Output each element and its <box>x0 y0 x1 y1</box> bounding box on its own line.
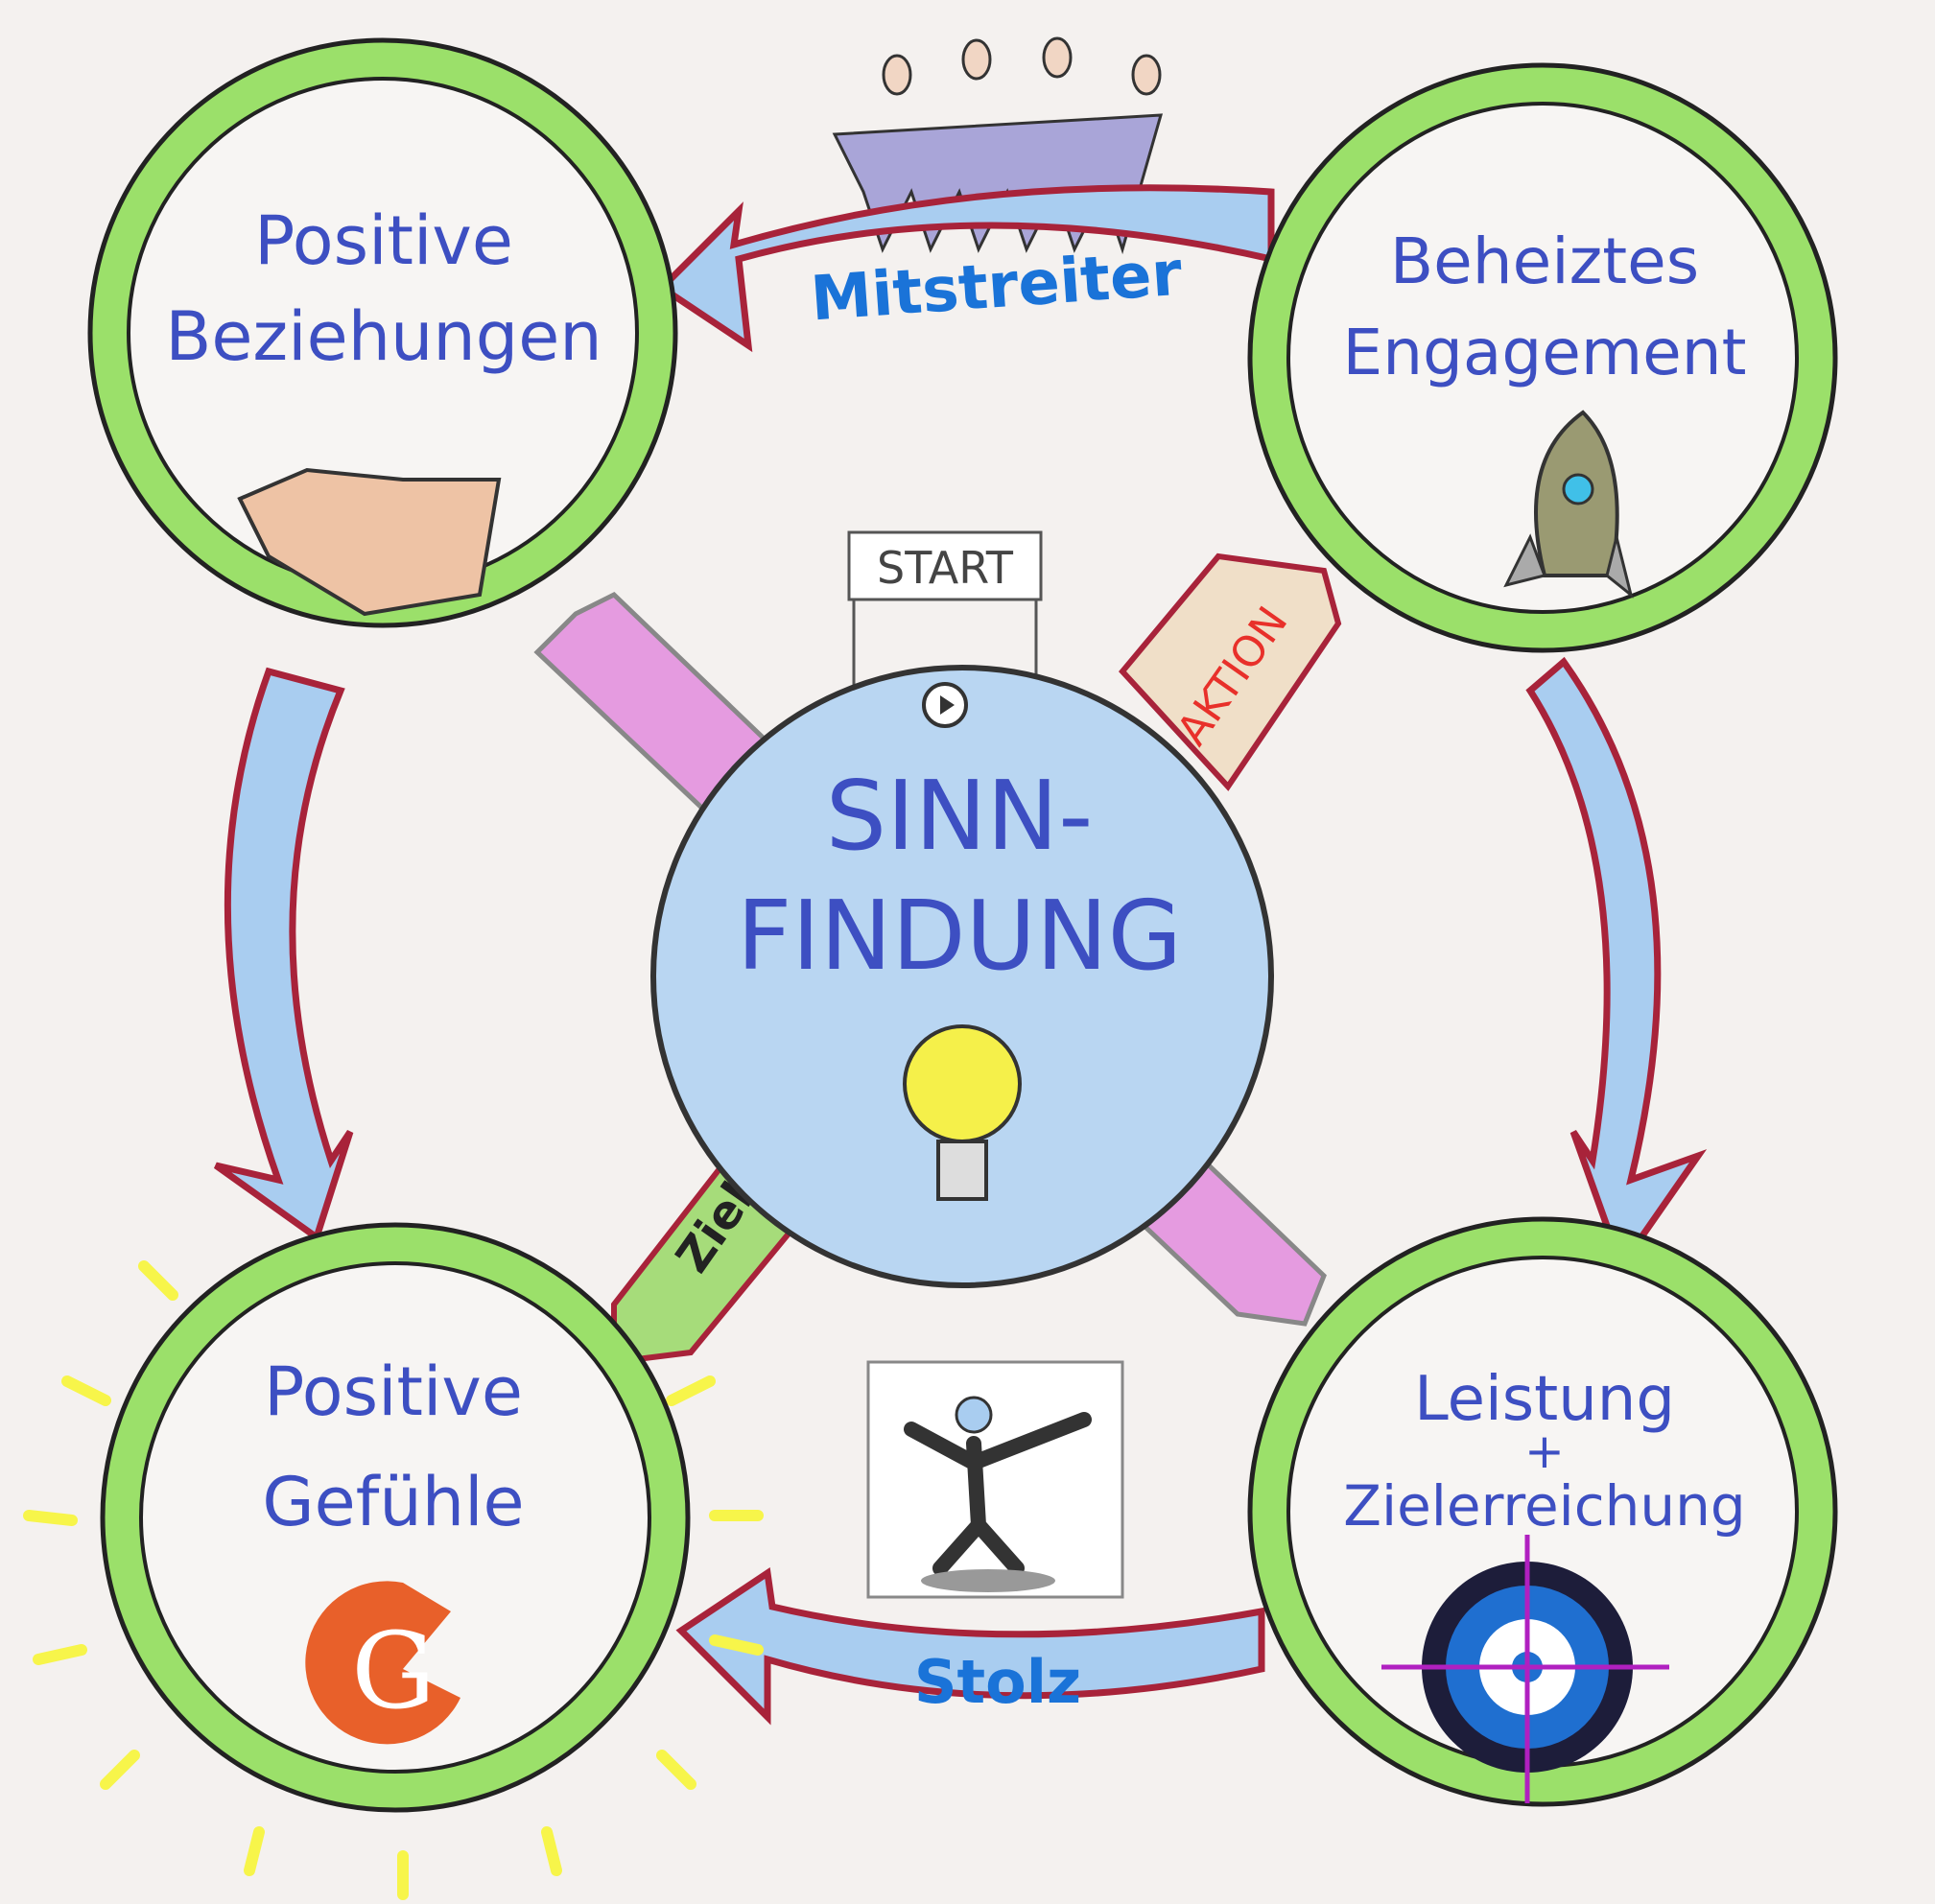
rocket-icon <box>1503 410 1634 599</box>
center-node-sinnfindung: SINN- FINDUNG <box>650 665 1274 1288</box>
node-tl-line2: Beziehungen <box>165 297 602 376</box>
g-logo-letter: G <box>351 1610 436 1732</box>
node-tr-line2: Engagement <box>1343 316 1747 389</box>
start-label: START <box>877 542 1014 594</box>
node-bl-line1: Positive <box>264 1352 523 1431</box>
center-line1: SINN- <box>826 760 1094 872</box>
arrow-label-mitstreiter: Mitstreiter <box>809 239 1185 336</box>
node-positive-gefuehle: Positive Gefühle G <box>23 1222 764 1900</box>
node-leistung-zielerreichung: Leistung + Zielerreichung <box>1247 1216 1838 1807</box>
node-br-line1: Leistung <box>1414 1364 1675 1435</box>
node-bl-line2: Gefühle <box>262 1463 524 1541</box>
node-tr-line1: Beheiztes <box>1390 224 1699 298</box>
arrow-stolz <box>675 1567 1265 1726</box>
node-tl-line1: Positive <box>254 201 513 280</box>
aktion-sign: AKTION <box>1119 552 1342 791</box>
handshake-icon <box>237 467 502 617</box>
node-positive-beziehungen: Positive Beziehungen <box>87 37 678 628</box>
target-icon <box>1381 1535 1669 1803</box>
arrow-right-side <box>1525 656 1708 1274</box>
arrow-label-stolz: Stolz <box>914 1647 1081 1717</box>
arrow-mitstreiter: Mitstreiter <box>656 184 1275 353</box>
start-sign: START <box>847 530 1043 729</box>
sun-rays-icon <box>23 1260 764 1900</box>
node-br-line3: Zielerreichung <box>1343 1473 1746 1539</box>
proud-person-icon <box>866 1360 1124 1599</box>
lightbulb-icon <box>903 1024 1022 1201</box>
node-beheiztes-engagement: Beheiztes Engagement <box>1247 62 1838 653</box>
g-logo: G <box>305 1581 460 1745</box>
center-line2: FINDUNG <box>737 880 1182 992</box>
node-br-line2: + <box>1524 1423 1565 1479</box>
arrow-left-side <box>213 667 354 1243</box>
